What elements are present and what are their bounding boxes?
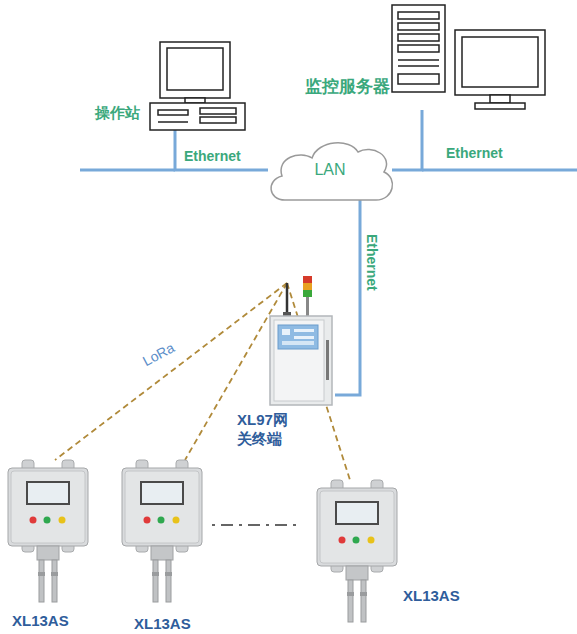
node-label: 监控服务器 <box>305 76 415 97</box>
gateway-cabinet-part <box>278 325 318 349</box>
gateway-cabinet-part <box>303 290 312 297</box>
ethernet-link <box>175 130 268 170</box>
server-icon-part <box>398 65 439 67</box>
server-icon-part <box>398 12 439 19</box>
operator-computer-icon-part <box>200 117 236 123</box>
ethernet-link <box>392 110 422 170</box>
gateway-cabinet-part <box>303 283 312 290</box>
node-label: LAN <box>268 160 392 180</box>
server-icon-part <box>462 37 538 87</box>
sensor-devices-part <box>8 460 88 602</box>
operator-computer-icon <box>150 42 245 130</box>
sensor-device: XL13AS <box>122 460 202 605</box>
node-label: XL97网关终端 <box>237 411 297 449</box>
sensor-devices-part <box>317 480 397 622</box>
node-label: XL13AS <box>134 615 224 634</box>
operator-computer-icon-part <box>158 110 188 115</box>
node-label: 操作站 <box>95 104 157 123</box>
server-icon-part <box>398 59 439 61</box>
sensor-devices <box>8 460 397 622</box>
edge-label: Ethernet <box>184 148 241 166</box>
server-icon-part <box>392 5 445 92</box>
gateway-cabinet-part <box>326 340 329 380</box>
node-label: XL13AS <box>403 587 493 606</box>
server-icon-part <box>398 34 439 41</box>
operator-computer-icon-part <box>200 108 236 114</box>
ethernet-bus-part <box>80 169 175 172</box>
gateway-terminal: XL97网关终端 <box>262 283 335 405</box>
server-icon-part <box>475 103 525 109</box>
gateway-cabinet-part <box>294 336 314 339</box>
gateway-cabinet-part <box>274 320 324 401</box>
gateway-cabinet-part <box>282 341 314 345</box>
gateway-cabinet-part <box>282 329 290 335</box>
sensor-device: XL13AS <box>317 480 398 605</box>
server-icon-part <box>398 23 439 30</box>
operator-computer-icon-part <box>150 103 245 130</box>
ethernet-bus-part <box>422 169 577 172</box>
node-label: XL13AS <box>12 612 102 631</box>
operator-computer-icon-part <box>158 121 188 123</box>
ethernet-link <box>335 200 360 395</box>
operator-computer-icon-part <box>160 42 230 98</box>
gateway-cabinet-part <box>294 329 314 332</box>
gateway-cabinet-part <box>306 296 309 316</box>
continuation-line <box>212 525 300 526</box>
server-icon-part <box>398 74 439 84</box>
edge-label: LoRa <box>140 339 178 370</box>
edge-label: Ethernet <box>446 145 503 163</box>
server-icon-part <box>398 45 439 52</box>
operator-station: 操作站 <box>95 40 245 130</box>
monitoring-server: 监控服务器 <box>305 5 548 110</box>
continuation-line-part <box>212 524 300 526</box>
lan-cloud: LAN <box>268 140 392 200</box>
sensor-devices-part <box>122 460 202 602</box>
gateway-cabinet-part <box>303 276 312 283</box>
edge-label: Ethernet <box>362 234 380 291</box>
operator-computer-icon-part <box>167 48 223 90</box>
server-icon <box>392 5 545 109</box>
server-icon-part <box>455 30 545 95</box>
gateway-cabinet <box>270 276 332 405</box>
server-icon-part <box>490 95 510 103</box>
gateway-cabinet-part <box>270 316 332 405</box>
sensor-device: XL13AS <box>8 460 88 605</box>
